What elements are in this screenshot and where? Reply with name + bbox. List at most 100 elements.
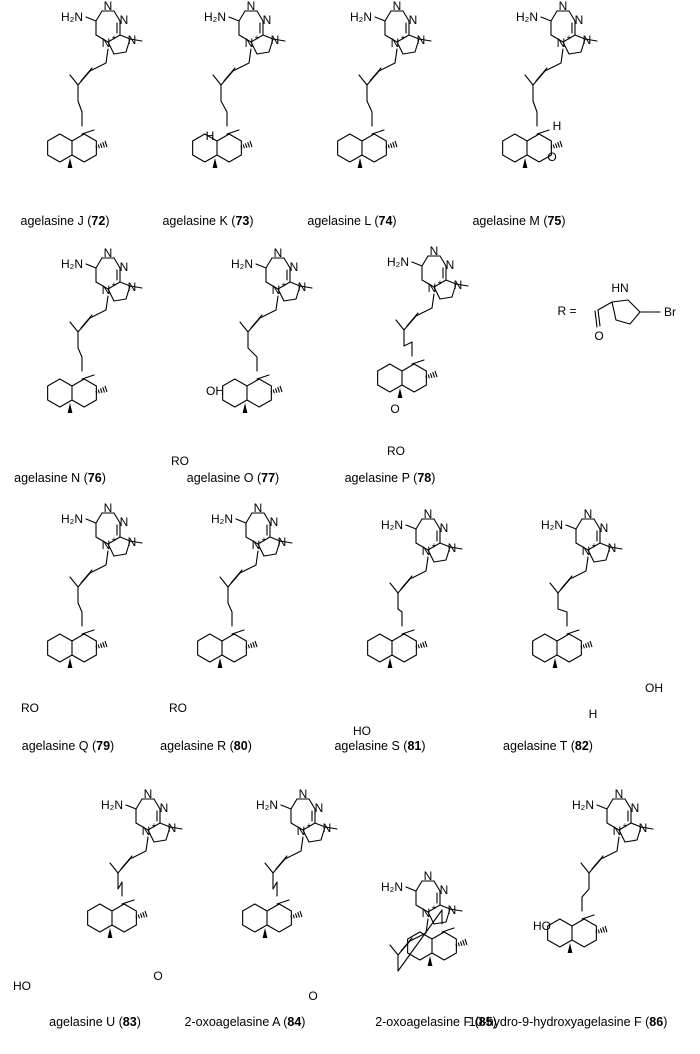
compound-number: 86 <box>649 1015 663 1029</box>
bond <box>257 543 265 557</box>
bond <box>135 822 149 831</box>
compound-number: 83 <box>123 1015 137 1029</box>
compound-caption: agelasine U (83) <box>49 1015 141 1029</box>
bond <box>245 512 253 524</box>
bond <box>85 518 97 524</box>
hash-line <box>295 913 298 918</box>
compound-caption: agelasine Q (79) <box>22 739 114 753</box>
hashed-methyl <box>290 910 303 919</box>
methyl-bond <box>231 629 245 635</box>
positive-charge: + <box>438 278 443 287</box>
hashed-methyl <box>415 640 428 649</box>
hash-line <box>552 144 555 149</box>
ring-a-bonds <box>367 633 393 663</box>
hashed-methyl <box>455 938 468 947</box>
bond <box>324 826 338 830</box>
bond <box>247 331 258 372</box>
amino-group: H₂N <box>381 518 403 532</box>
nitrogen-atom: N <box>446 258 455 272</box>
nitrogen-atom: N <box>299 787 308 801</box>
hydrogen-label-group: H <box>589 707 598 721</box>
compound-name: agelasine N <box>14 471 80 485</box>
decalin-core <box>407 931 457 961</box>
ring-b-bonds <box>571 918 597 948</box>
bond <box>366 84 373 127</box>
hash-line <box>394 140 398 148</box>
hydroxyl-label-group: OH <box>645 681 663 695</box>
compound-number: 80 <box>234 739 248 753</box>
hydroxyl-label-group: HO <box>353 724 371 738</box>
ring-b-bonds <box>71 633 97 663</box>
bond <box>587 542 601 551</box>
ring-a-bonds <box>242 903 268 933</box>
bond <box>580 862 590 874</box>
bond <box>256 51 270 55</box>
wedge-methyl <box>397 388 403 398</box>
hashed-methyl <box>550 140 563 149</box>
positive-charge: + <box>262 535 267 544</box>
hash-line <box>432 372 435 378</box>
bond <box>433 880 441 892</box>
ro-label: RO <box>387 444 405 458</box>
bond <box>427 904 441 913</box>
hydroxyl-label-group: HO <box>13 979 31 993</box>
bond <box>406 312 419 327</box>
bond <box>449 908 463 912</box>
bond <box>219 576 229 588</box>
hash-line <box>242 144 245 149</box>
amino-group: H₂N <box>101 798 123 812</box>
hash-line <box>100 143 103 148</box>
aldehyde-oxygen-group: O <box>547 150 556 164</box>
hash-line <box>299 910 303 918</box>
bond <box>433 286 441 300</box>
wedge-methyl <box>427 956 433 966</box>
amino-group: H₂N <box>572 798 594 812</box>
bond <box>264 862 274 874</box>
bond <box>575 518 583 530</box>
hydrogen-label-group: H <box>553 119 562 133</box>
hash-line <box>595 930 598 934</box>
ring-a-bonds <box>502 133 528 163</box>
bond <box>119 536 131 542</box>
bond <box>277 281 291 290</box>
hash-line <box>597 929 600 934</box>
decalin-core <box>47 633 97 663</box>
nitrogen-cation: N <box>557 36 566 50</box>
bond <box>283 298 297 302</box>
bond <box>275 540 281 555</box>
bond <box>69 74 79 86</box>
paren-open: ( <box>540 214 548 228</box>
bond <box>268 38 274 53</box>
paren-close: ) <box>421 739 425 753</box>
hash-line <box>427 374 430 379</box>
ring-a-bonds <box>547 918 573 948</box>
bond <box>562 34 576 43</box>
bond <box>113 10 121 22</box>
compound-name: agelasine J <box>21 214 84 228</box>
nitrogen-atom: N <box>424 869 433 883</box>
bond <box>395 319 405 331</box>
hash-line <box>585 643 588 648</box>
bond <box>400 937 413 952</box>
bond <box>107 536 121 545</box>
bond <box>113 51 127 55</box>
ro-label: RO <box>171 454 189 468</box>
hash-line <box>587 642 590 648</box>
compound-number: 81 <box>407 739 421 753</box>
methyl-bond <box>411 359 425 365</box>
paren-close: ) <box>561 214 565 228</box>
nitrogen-atom: N <box>639 821 648 835</box>
ring-b-bonds <box>556 633 582 663</box>
bond <box>107 288 115 302</box>
hash-line <box>292 914 295 919</box>
nitrogen-atom: N <box>270 515 279 529</box>
nitrogen-cation: N <box>252 538 261 552</box>
bond <box>95 536 109 545</box>
bond <box>636 826 642 841</box>
